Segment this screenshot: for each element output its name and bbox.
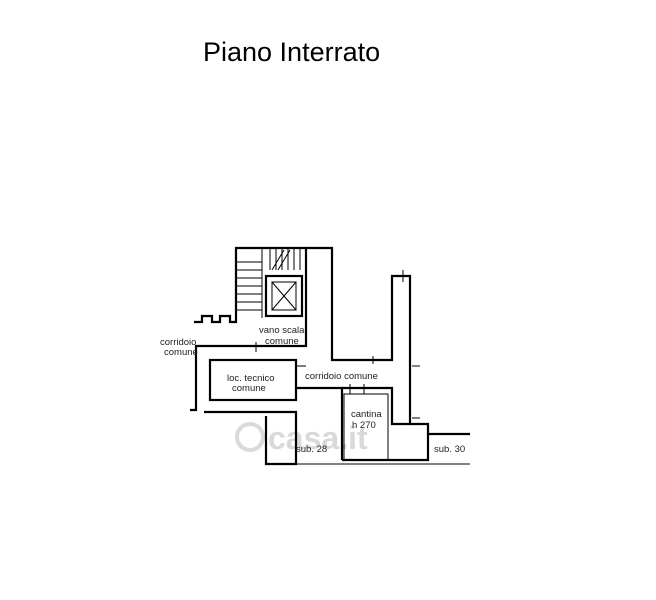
label-sub28: sub. 28 [296,444,327,455]
label-vano-scala-comune: comune [265,336,299,347]
label-cantina: cantina [351,409,382,420]
label-sub30: sub. 30 [434,444,465,455]
outer-walls [190,246,470,466]
label-loc-tecnico: loc. tecnico [227,373,275,384]
label-vano-scala: vano scala [259,325,305,336]
plan-title: Piano Interrato [203,37,380,67]
label-loc-tecnico-comune: comune [232,383,266,394]
label-corridoio-comune: corridoio comune [305,371,378,382]
elevator-shaft [264,274,304,318]
label-cantina-height: h 270 [352,420,376,431]
watermark-text: casa.it [268,420,368,456]
stairwell [234,246,308,320]
label-corridoio-left: corridoio [160,337,196,348]
door-marks [255,270,420,419]
label-corridoio-left-comune: comune [164,347,198,358]
watermark-logo: casa.it [235,420,368,456]
technical-room [208,358,298,402]
